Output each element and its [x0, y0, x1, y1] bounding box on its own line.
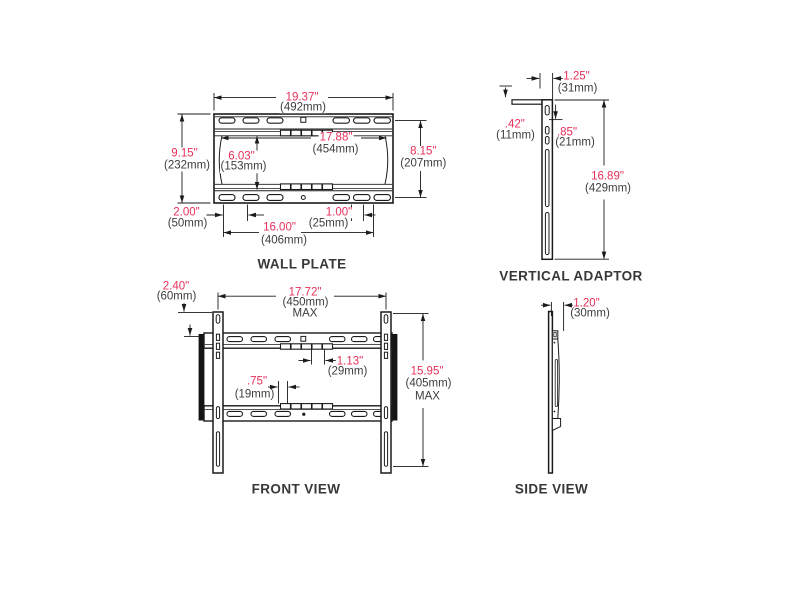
adaptor-height-in: 16.89" — [590, 170, 625, 183]
side-depth-mm: (30mm) — [569, 307, 611, 320]
adaptor-hook-depth-mm: (21mm) — [554, 136, 596, 150]
adaptor-long-slot-1 — [544, 149, 550, 207]
wall-plate-title: WALL PLATE — [257, 256, 347, 272]
adaptor-long-slot-2 — [544, 212, 550, 255]
side-plate-slot — [554, 359, 559, 407]
adaptor-hook-depth-in: .85" — [555, 125, 579, 139]
wallplate-width-in: 19.37" — [284, 90, 320, 104]
adaptor-lip-in: .42" — [503, 118, 526, 131]
wall-plate-bottom-slots — [218, 194, 392, 201]
front-height-max-in: 15.95" — [409, 365, 445, 378]
front-top-offset-mm: (60mm) — [155, 290, 198, 304]
wallplate-slot-pitch-in: 2.00" — [172, 205, 201, 219]
adaptor-lip-mm: (11mm) — [495, 129, 536, 143]
wall-plate-view — [178, 93, 427, 237]
side-adaptor-bar — [547, 310, 554, 474]
adaptor-top-hole — [544, 105, 550, 116]
front-left-bracket — [212, 311, 224, 474]
front-top-offset-in: 2.40" — [161, 280, 191, 293]
wallplate-inner-height-mm: (153mm) — [219, 160, 268, 174]
vertical-adaptor-title: VERTICAL ADAPTOR — [499, 268, 643, 284]
wallplate-height-left-mm: (232mm) — [162, 158, 212, 172]
wallplate-slot-gap-mm: (25mm) — [307, 217, 350, 230]
wall-plate-top-slots — [218, 116, 392, 124]
side-plate-foot — [551, 418, 562, 432]
wallplate-inner-width-mm: (454mm) — [311, 143, 360, 156]
wallplate-inner-height-in: 6.03" — [227, 149, 256, 163]
side-view-title: SIDE VIEW — [514, 481, 589, 497]
wall-plate-dimension-lines — [178, 93, 427, 237]
front-width-max-note: MAX — [291, 307, 319, 321]
front-width-max-in: 17.72" — [287, 286, 323, 299]
wallplate-slot-span-mm: (406mm) — [259, 233, 309, 247]
front-upper-rail-slots — [226, 335, 390, 350]
front-right-bracket — [380, 311, 392, 474]
front-left-end-cap — [198, 334, 205, 421]
side-view — [541, 302, 574, 474]
front-view-title: FRONT VIEW — [251, 481, 341, 497]
front-right-end-cap — [391, 334, 398, 421]
vertical-adaptor-view — [499, 73, 610, 259]
front-view — [178, 293, 429, 474]
adaptor-hook-width-in: 1.25" — [562, 70, 591, 83]
wallplate-inner-width-in: 17.88" — [318, 131, 354, 144]
wallplate-height-right-mm: (207mm) — [399, 157, 448, 170]
wallplate-height-right-in: 8.15" — [409, 145, 438, 158]
adaptor-hook-width-mm: (31mm) — [556, 82, 599, 95]
front-slot-offset-in: .75" — [245, 375, 269, 389]
vertical-adaptor-dimension-lines — [499, 73, 610, 259]
front-width-max-mm: (450mm) — [281, 296, 330, 310]
wallplate-width-mm: (492mm) — [278, 100, 328, 114]
adaptor-slot-2 — [544, 136, 550, 145]
wallplate-slot-gap-in: 1.00" — [324, 205, 354, 219]
wall-plate-center-round-hole — [300, 195, 306, 200]
front-slot-offset-mm: (19mm) — [233, 387, 276, 401]
front-view-dimension-lines — [178, 293, 429, 467]
adaptor-top-flange — [511, 99, 543, 105]
wallplate-slot-span-in: 16.00" — [262, 221, 297, 234]
front-center-offset-mm: (29mm) — [326, 365, 369, 378]
adaptor-slot-1 — [544, 126, 550, 135]
side-depth-in: 1.20" — [572, 296, 601, 310]
front-height-max-mm: (405mm) — [404, 377, 453, 391]
wallplate-slot-pitch-mm: (50mm) — [166, 217, 209, 230]
wall-plate-lower-serrated-slots — [279, 183, 334, 191]
front-height-max-note: MAX — [414, 390, 441, 403]
wall-plate-center-square-hole — [300, 116, 307, 123]
wallplate-height-left-in: 9.15" — [170, 147, 199, 160]
adaptor-height-mm: (429mm) — [583, 181, 633, 195]
front-center-offset-in: 1.13" — [335, 355, 365, 368]
